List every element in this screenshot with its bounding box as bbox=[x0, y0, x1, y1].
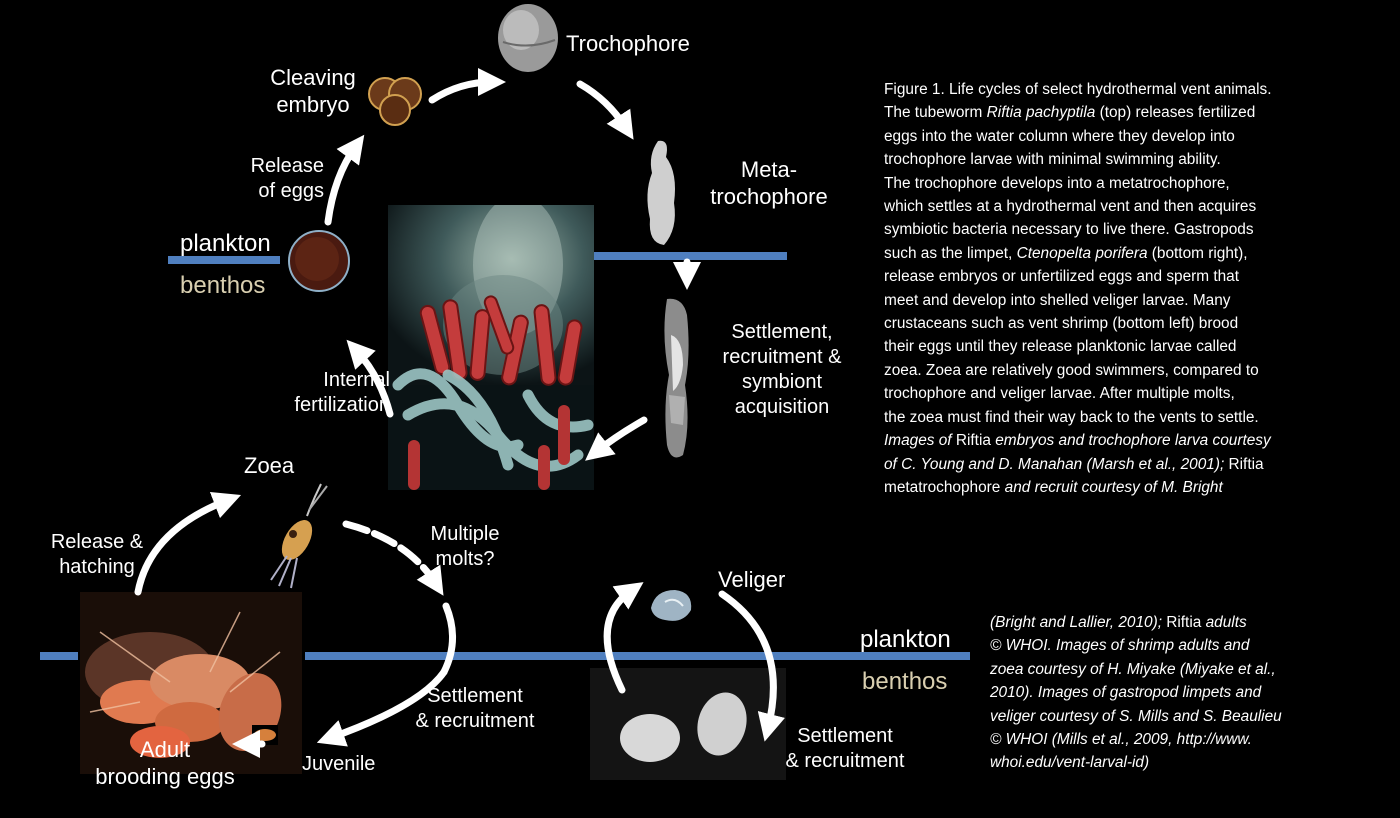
label-veliger: Veliger bbox=[718, 566, 785, 593]
label-adult-brooding-eggs: Adult brooding eggs bbox=[90, 736, 240, 790]
label-release-of-eggs: Release of eggs bbox=[240, 154, 324, 204]
arrow-veliger-to-limpet bbox=[722, 594, 773, 728]
label-juvenile: Juvenile bbox=[302, 752, 375, 777]
label-zoea: Zoea bbox=[244, 452, 294, 479]
label-multiple-molts: Multiple molts? bbox=[410, 522, 520, 572]
label-settlement-limpet: Settlement & recruitment bbox=[770, 724, 920, 774]
label-metatrochophore: Meta- trochophore bbox=[694, 156, 844, 210]
arrow-trochophore-to-metatrochophore bbox=[580, 84, 626, 128]
label-settlement-symbiont: Settlement, recruitment & symbiont acqui… bbox=[700, 320, 864, 420]
label-internal-fertilization: Internal fertilization bbox=[254, 368, 390, 418]
zone-label-plankton-bottom: plankton bbox=[860, 626, 951, 654]
arrow-molts-to-settlement bbox=[444, 606, 453, 672]
zone-label-benthos-bottom: benthos bbox=[862, 668, 947, 696]
arrow-embryo-to-trochophore bbox=[432, 82, 492, 100]
figure-caption: Figure 1. Life cycles of select hydrothe… bbox=[884, 78, 1384, 499]
label-settlement-shrimp: Settlement & recruitment bbox=[400, 684, 550, 734]
arrow-recruit-to-adults bbox=[596, 420, 644, 452]
zone-label-plankton-top: plankton bbox=[180, 230, 271, 258]
zone-label-benthos-top: benthos bbox=[180, 272, 265, 300]
arrow-egg-to-embryo bbox=[328, 146, 356, 222]
arrow-limpet-to-veliger bbox=[607, 590, 632, 690]
label-trochophore: Trochophore bbox=[566, 30, 690, 57]
label-release-hatching: Release & hatching bbox=[40, 530, 154, 580]
label-cleaving-embryo: Cleaving embryo bbox=[258, 64, 368, 118]
figure-caption-continued: (Bright and Lallier, 2010); Riftia adult… bbox=[990, 611, 1390, 775]
